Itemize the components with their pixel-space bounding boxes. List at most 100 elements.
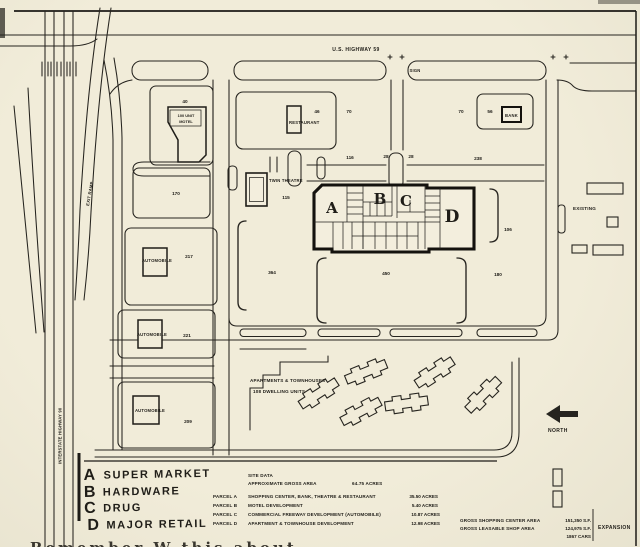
label-sign: SIGN [409,68,420,73]
label-automobile-1: AUTOMOBILE [142,258,172,263]
parcel-d-acres: 12.98 ACRES [411,521,440,526]
parcel-bank: BANK 70 56 238 [458,93,534,161]
lot-209 [117,381,216,449]
mall-building: A B C D [312,183,476,254]
bank-building [501,106,522,123]
parcel-restaurant: RESTAURANT 46 70 [235,91,352,150]
automobile-building-3 [132,395,160,425]
count-parking-east: 180 [494,272,502,277]
scan-smudge [0,8,5,38]
parcel-motel: 40 100 UNIT MOTEL [149,85,214,166]
label-existing: EXISTING [573,206,596,211]
stats-row2-label: GROSS LEASABLE SHOP AREA [460,526,535,531]
road-frontage: SIGN [109,54,637,95]
parcel-d-desc: APARTMENT & TOWNHOUSE DEVELOPMENT [248,521,354,526]
count-28-left: 28 [383,154,389,159]
label-restaurant: RESTAURANT [289,120,320,125]
stats-block: GROSS SHOPPING CENTER AREA 151,350 S.F. … [460,518,591,539]
label-dwelling-units: 108 DWELLING UNITS [253,389,305,394]
stats-row1-label: GROSS SHOPPING CENTER AREA [460,518,541,523]
north-arrow-icon [546,405,578,423]
automobile-building-2 [137,319,163,349]
legend-key-b: B [84,484,96,501]
label-interstate-90: INTERSTATE HIGHWAY 90 [58,407,63,464]
legend: A SUPER MARKET B HARDWARE C DRUG D MAJOR… [83,467,210,534]
cropped-caption: Remember W this about [30,539,297,547]
north-arrow: NORTH [546,405,578,434]
count-parking-d: 106 [504,227,512,232]
count-parking-center: 450 [382,271,390,276]
label-bank: BANK [505,113,518,118]
parcel-b-desc: MOTEL DEVELOPMENT [248,503,303,508]
expansion-area: EXPANSION [552,468,631,531]
road-exit-ramp: EXIT RAMP [74,7,112,301]
mall-letter-d: D [445,207,460,227]
count-bank-2: 56 [487,109,493,114]
count-parking-west: 364 [268,270,276,275]
automobile-building-1 [142,247,168,277]
label-automobile-2: AUTOMOBILE [137,332,167,337]
site-data-area-label: APPROXIMATE GROSS AREA [248,481,317,486]
count-lot-170: 170 [172,191,180,196]
apartment-buildings [297,356,503,427]
legend-label-b: HARDWARE [103,485,181,498]
mall-letter-b: B [374,190,387,208]
label-us-highway-59: U.S. HIGHWAY 59 [332,47,379,53]
label-exit-ramp: EXIT RAMP [85,181,94,206]
parcel-b-key: PARCEL B [213,503,238,508]
existing-area: EXISTING [571,182,624,256]
lot-217 [124,227,218,306]
road-ring [94,328,538,458]
mid-row-counts: 116 28 28 [346,154,414,160]
scan-smudge [598,0,640,4]
parcel-c-desc: COMMERCIAL FREEWAY DEVELOPMENT (AUTOMOBI… [248,512,381,517]
count-lot-217: 217 [185,254,193,259]
label-twin-theatre: TWIN THEATRE [269,178,303,183]
count-motel-lot: 40 [182,99,188,104]
site-data-title: SITE DATA [248,473,273,478]
count-lot-221: 221 [183,333,191,338]
legend-label-d: MAJOR RETAIL [106,518,207,532]
count-lot-209: 209 [184,419,192,424]
parcel-a-acres: 35.50 ACRES [409,494,438,499]
parcel-d-key: PARCEL D [213,521,238,526]
parking-areas: 364 450 180 106 [237,188,566,324]
count-116: 116 [346,155,354,160]
road-site-west [103,57,123,451]
parcel-b-acres: 5.40 ACRES [412,503,438,508]
stats-row3-value: 1867 CARS [566,534,591,539]
median-cross-marks [387,54,569,60]
count-restaurant-1: 46 [314,109,320,114]
count-bank-lot: 238 [474,156,482,161]
mall-letter-a: A [325,199,338,217]
parcel-c-lots: 170 AUTOMOBILE 217 AUTOMOBILE 221 AUTOMO… [117,167,218,449]
stats-row2-value: 124,975 S.F. [565,526,591,531]
theatre-building [245,172,268,207]
site-data-area-value: 64.75 ACRES [352,481,382,486]
apartments-area: APARTMENTS & TOWNHOUSES 108 DWELLING UNI… [249,355,503,431]
twin-theatre: TWIN THEATRE 115 [245,172,303,207]
parcel-c-key: PARCEL C [213,512,238,517]
count-bank-1: 70 [458,109,464,114]
restaurant-building [286,105,302,134]
count-restaurant-2: 70 [346,109,352,114]
count-28-right: 28 [408,154,414,159]
mall-letter-c: C [400,192,412,210]
count-theatre: 115 [282,195,290,200]
legend-key-d: D [87,517,99,534]
site-data-table: SITE DATA APPROXIMATE GROSS AREA 64.75 A… [213,473,440,526]
label-automobile-3: AUTOMOBILE [135,408,165,413]
legend-key-c: C [84,500,96,517]
legend-label-c: DRUG [103,502,142,515]
lot-221 [117,309,216,359]
mall-tenant-grid [314,186,441,249]
label-expansion: EXPANSION [598,525,631,531]
label-motel-1: 100 UNIT [178,113,195,118]
legend-label-a: SUPER MARKET [103,468,210,482]
parcel-a-desc: SHOPPING CENTER, BANK, THEATRE & RESTAUR… [248,494,376,499]
road-interstate-90: INTERSTATE HIGHWAY 90 [13,11,77,547]
legend-key-a: A [83,467,95,484]
